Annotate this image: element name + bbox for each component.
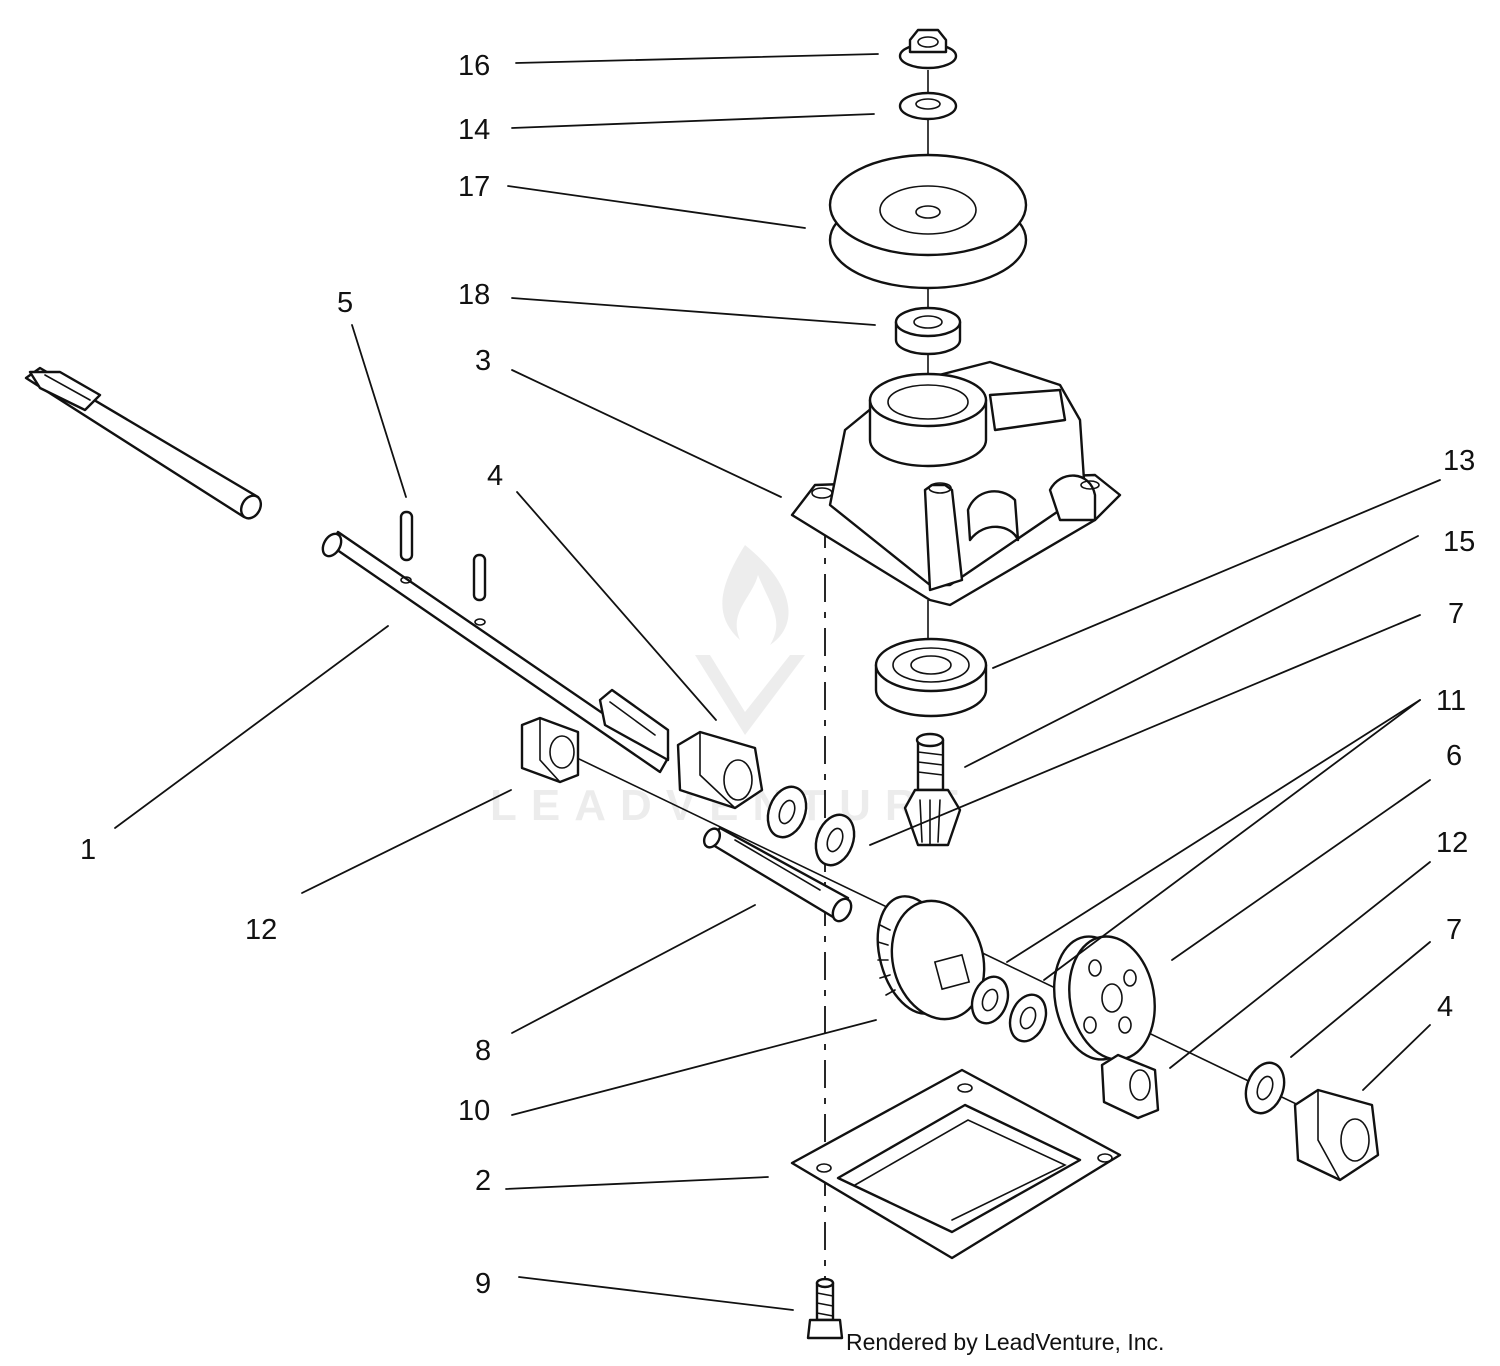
- part-17-pulley: [828, 153, 1028, 290]
- label-2: 2: [475, 1165, 491, 1197]
- part-8-shaft: [702, 826, 853, 923]
- label-12-left: 12: [245, 914, 277, 946]
- part-18-spacer: [894, 306, 962, 356]
- part-6-washer-b: [1008, 993, 1048, 1043]
- part-14-washer: [898, 91, 958, 121]
- label-14: 14: [458, 114, 490, 146]
- label-6: 6: [1446, 740, 1462, 772]
- credit-text: Rendered by LeadVenture, Inc.: [846, 1329, 1164, 1355]
- part-12-bushing-right: [1100, 1053, 1160, 1120]
- label-9: 9: [475, 1268, 491, 1300]
- label-18: 18: [458, 279, 490, 311]
- label-4-lower: 4: [1437, 991, 1453, 1023]
- label-10: 10: [458, 1095, 490, 1127]
- label-12-right: 12: [1436, 827, 1468, 859]
- part-1-axle-main: [321, 530, 670, 774]
- label-11: 11: [1436, 685, 1466, 717]
- label-5: 5: [337, 287, 353, 319]
- label-1: 1: [80, 834, 96, 866]
- label-4-upper: 4: [487, 460, 503, 492]
- callout-labels: 16 14 17 18 5 3 4 13 15 7 11 6 1 12 12 7…: [80, 50, 1475, 1300]
- part-7-washer-b: [814, 813, 856, 867]
- label-3: 3: [475, 345, 491, 377]
- part-7-washer-c: [1244, 1061, 1286, 1115]
- part-6-washer-a: [970, 975, 1010, 1025]
- part-5-roll-pins: [399, 510, 487, 626]
- part-3-gearbox-housing: [790, 360, 1122, 607]
- part-1-axle-upper: [24, 366, 263, 520]
- part-9-bolt: [806, 1277, 844, 1340]
- part-12-bushing-left: [520, 716, 580, 784]
- part-16-flange-nut: [898, 28, 958, 70]
- part-4-bushing-left: [676, 730, 764, 810]
- label-13: 13: [1443, 445, 1475, 477]
- part-13-bearing: [874, 637, 988, 718]
- part-2-bottom-cover: [790, 1068, 1122, 1260]
- part-10-bevel-gear: [876, 895, 986, 1021]
- leader-lines: [114, 53, 1441, 1311]
- part-4-bushing-right: [1293, 1088, 1380, 1182]
- part-11-spur-gear: [1052, 935, 1156, 1061]
- label-15: 15: [1443, 526, 1475, 558]
- part-15-pinion-gear: [903, 732, 962, 847]
- part-7-washer-a: [766, 785, 808, 839]
- label-7-lower: 7: [1446, 914, 1462, 946]
- label-8: 8: [475, 1035, 491, 1067]
- label-16: 16: [458, 50, 490, 82]
- label-17: 17: [458, 171, 490, 203]
- label-7-upper: 7: [1448, 598, 1464, 630]
